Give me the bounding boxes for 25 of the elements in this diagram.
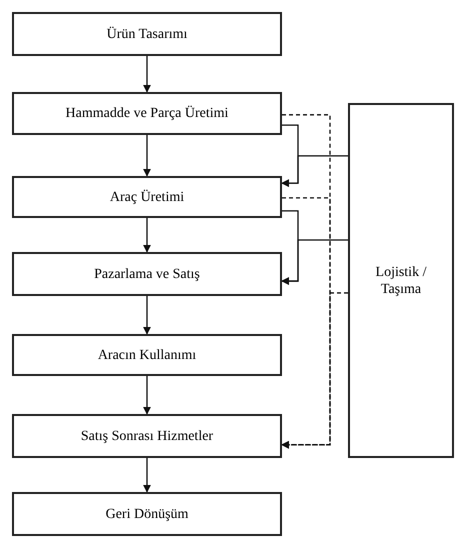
process-box	[12, 252, 282, 296]
box-label: Pazarlama ve Satış	[93, 266, 201, 282]
process-box	[12, 176, 282, 218]
box-label: Hammadde ve Parça Üretimi	[64, 105, 230, 122]
box-label: Satış Sonrası Hizmetler	[80, 428, 214, 444]
arrow	[143, 376, 151, 415]
process-box	[12, 414, 282, 458]
arrow	[281, 239, 348, 286]
process-box	[348, 103, 454, 458]
process-box	[12, 492, 282, 536]
box-label: Lojistik / Taşıma	[374, 264, 428, 298]
arrow	[143, 296, 151, 335]
arrow	[143, 56, 151, 93]
process-box	[12, 12, 282, 56]
box-label: Geri Dönüşüm	[104, 506, 190, 522]
process-box	[12, 92, 282, 135]
arrow	[281, 155, 348, 188]
process-box	[12, 334, 282, 376]
box-label: Aracın Kullanımı	[96, 346, 198, 364]
arrow	[143, 218, 151, 253]
box-label: Ürün Tasarımı	[106, 26, 188, 42]
arrow	[143, 458, 151, 493]
dashed-arrow	[281, 292, 348, 449]
arrow	[143, 135, 151, 177]
box-label: Araç Üretimi	[108, 188, 186, 206]
